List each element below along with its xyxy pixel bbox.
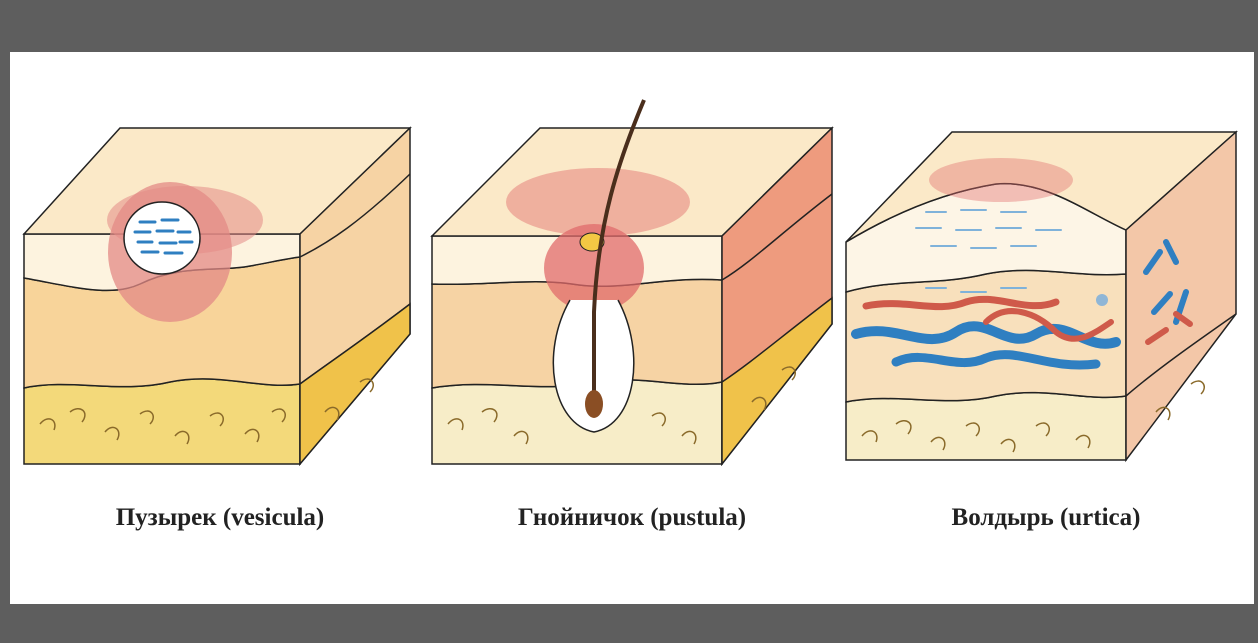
vesicula-caption: Пузырек (vesicula) bbox=[10, 504, 430, 532]
vesicula-diagram: Пузырек (vesicula) bbox=[10, 52, 430, 604]
illustration-panel: Пузырек (vesicula) bbox=[10, 52, 1254, 604]
urtica-diagram: Волдырь (urtica) bbox=[836, 52, 1256, 604]
urtica-caption: Волдырь (urtica) bbox=[836, 504, 1256, 532]
pustula-caption: Гнойничок (pustula) bbox=[422, 504, 842, 532]
pustula-diagram: Гнойничок (pustula) bbox=[422, 52, 842, 604]
vesicula-skin-block bbox=[10, 52, 430, 492]
urtica-skin-block bbox=[836, 52, 1256, 492]
pustula-skin-block bbox=[422, 52, 842, 492]
